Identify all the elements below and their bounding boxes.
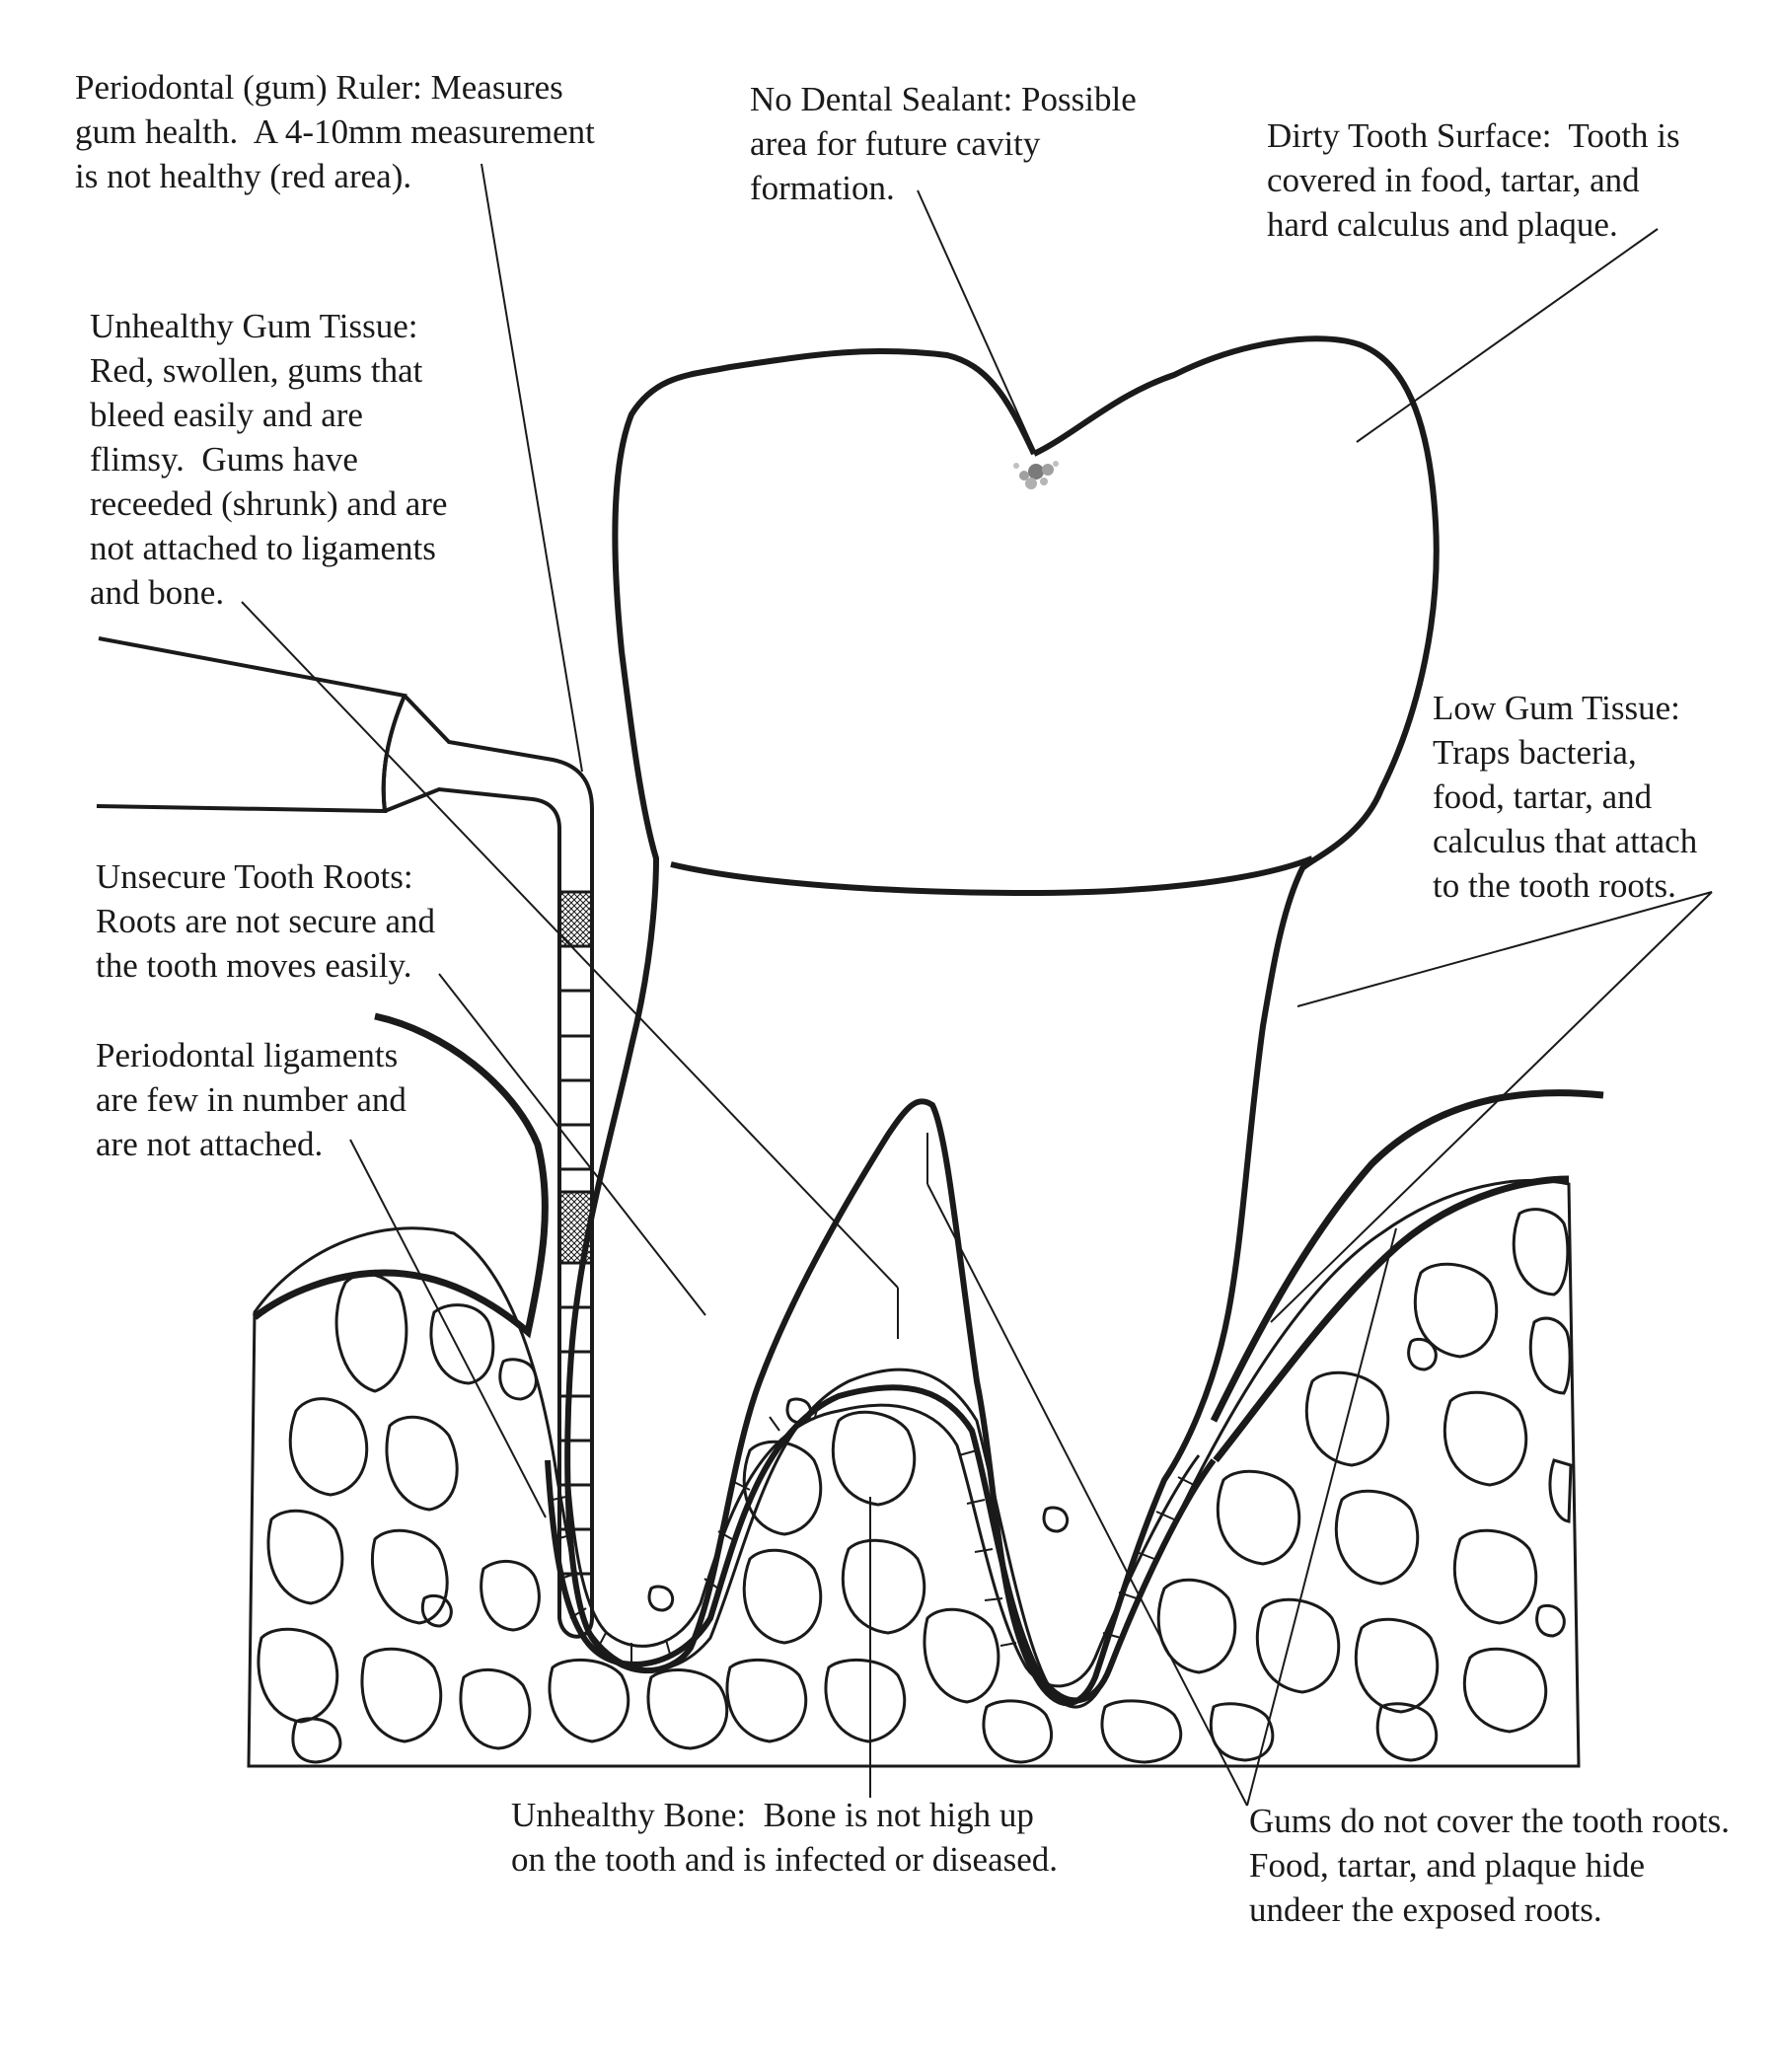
- ruler-red-band-lower: [557, 1190, 594, 1265]
- leader-lines: [241, 163, 1713, 1807]
- ruler-tick-marks: [559, 890, 592, 1576]
- label-low-gum-tissue: Low Gum Tissue: Traps bacteria, food, ta…: [1433, 689, 1698, 905]
- ruler-neck: [384, 694, 594, 1639]
- ruler-red-band-upper: [557, 890, 594, 948]
- leader-sealant: [917, 189, 1037, 455]
- gum-left: [252, 1012, 549, 1339]
- tooth-crown-outline: [564, 335, 1440, 1707]
- tooth: [564, 335, 1440, 1707]
- gum-right-outer: [1210, 1089, 1604, 1423]
- leader-gums-roots-a: [926, 1183, 1248, 1807]
- leader-ligaments: [349, 1139, 547, 1518]
- ruler-ferrule: [381, 695, 407, 812]
- bone-cells: [257, 1208, 1573, 1764]
- label-dirty-tooth-surface: Dirty Tooth Surface: Tooth is covered in…: [1267, 116, 1680, 244]
- label-periodontal-ligaments: Periodontal ligaments are few in number …: [96, 1036, 407, 1163]
- periodontal-ligament: [545, 1384, 1217, 1704]
- leader-low-gum-a: [1296, 891, 1713, 1007]
- leader-unhealthy-gum: [241, 601, 899, 1289]
- periodontal-ruler: [96, 636, 594, 1639]
- bone-tissue: [247, 1179, 1581, 1768]
- label-unhealthy-bone: Unhealthy Bone: Bone is not high up on t…: [511, 1796, 1059, 1879]
- label-gums-do-not-cover-roots: Gums do not cover the tooth roots. Food,…: [1249, 1802, 1731, 1929]
- leader-low-gum-b: [1270, 891, 1713, 1323]
- cavity-spot: [1013, 461, 1059, 489]
- label-unhealthy-gum-tissue: Unhealthy Gum Tissue: Red, swollen, gums…: [90, 307, 448, 612]
- cemento-enamel-junction: [670, 855, 1314, 897]
- leader-unsecure: [438, 973, 706, 1316]
- leader-ruler: [481, 163, 583, 773]
- label-periodontal-ruler: Periodontal (gum) Ruler: Measures gum he…: [75, 68, 595, 195]
- leader-gums-roots-b: [1246, 1227, 1397, 1807]
- label-unsecure-tooth-roots: Unsecure Tooth Roots: Roots are not secu…: [96, 857, 436, 985]
- leader-dirty: [1356, 228, 1659, 443]
- label-no-dental-sealant: No Dental Sealant: Possible area for fut…: [750, 80, 1137, 207]
